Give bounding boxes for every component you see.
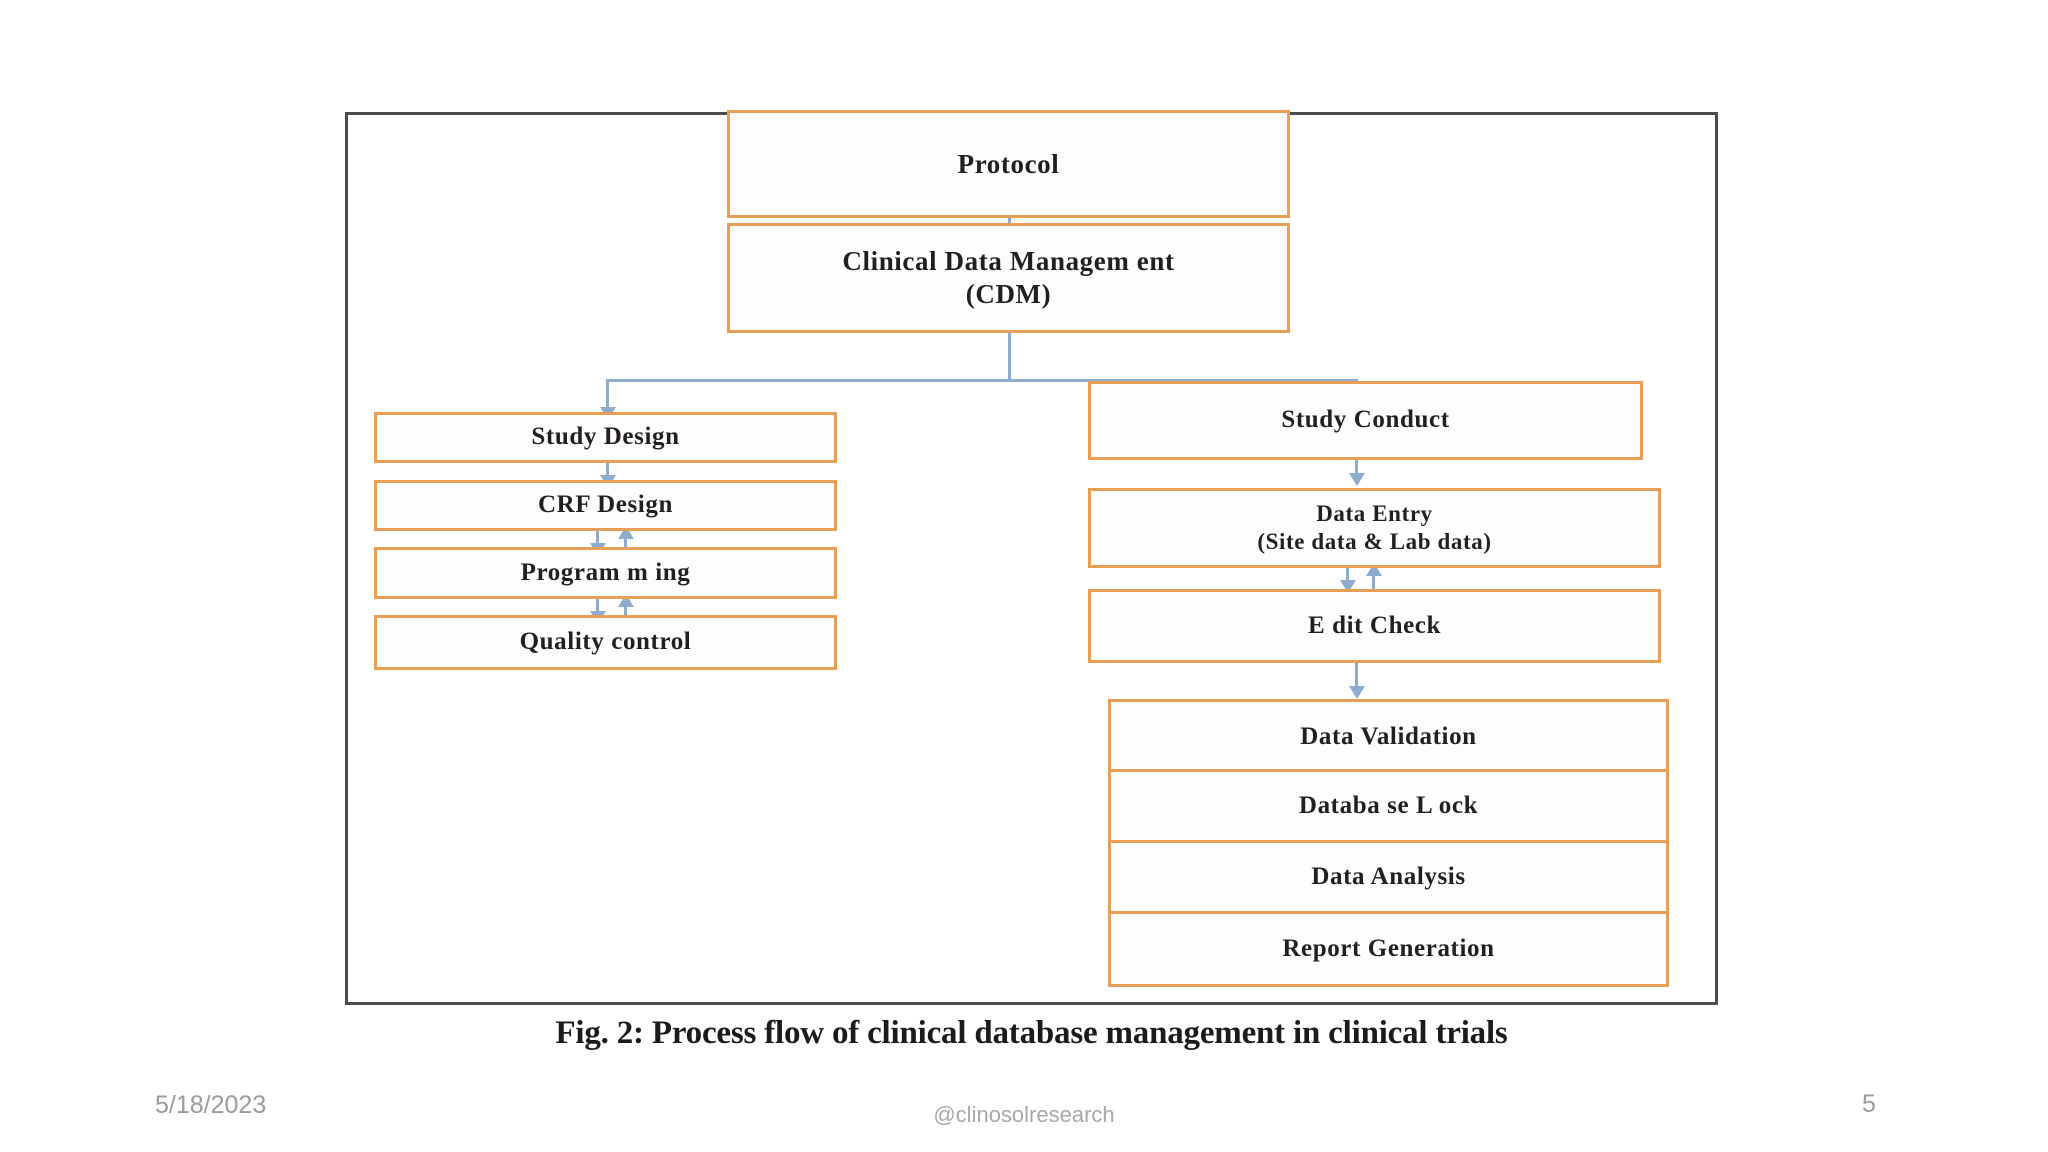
node-cdm[interactable]: Clinical Data Managem ent (CDM): [727, 223, 1290, 333]
arrow-edit-check-to-data-validation-icon: [1349, 686, 1365, 699]
node-data-entry[interactable]: Data Entry (Site data & Lab data): [1088, 488, 1661, 568]
node-database-lock[interactable]: Databa se L ock: [1108, 769, 1669, 844]
node-data-analysis-label: Data Analysis: [1311, 863, 1466, 891]
node-protocol[interactable]: Protocol: [727, 110, 1290, 218]
node-quality-control-label: Quality control: [519, 628, 692, 656]
connector-cdm-stem: [1008, 333, 1011, 381]
connector-crf-to-programming-down: [596, 531, 599, 547]
connector-edit-check-to-data-entry-up: [1372, 573, 1375, 589]
node-quality-control[interactable]: Quality control: [374, 615, 837, 670]
connector-study-design-to-crf: [606, 463, 609, 480]
node-edit-check-label: E dit Check: [1307, 611, 1441, 639]
connector-qc-to-programming-up: [624, 604, 627, 620]
node-data-validation[interactable]: Data Validation: [1108, 699, 1669, 775]
connector-branch-horizontal: [606, 379, 1358, 382]
node-database-lock-label: Databa se L ock: [1298, 792, 1479, 820]
arrow-study-conduct-to-data-entry-icon: [1349, 473, 1365, 486]
connector-study-conduct-to-data-entry: [1355, 460, 1358, 478]
node-data-analysis[interactable]: Data Analysis: [1108, 840, 1669, 915]
node-protocol-label: Protocol: [957, 148, 1060, 179]
node-study-conduct-label: Study Conduct: [1281, 406, 1450, 434]
node-edit-check[interactable]: E dit Check: [1088, 589, 1661, 663]
node-programming-label: Program m ing: [520, 558, 691, 586]
node-report-generation[interactable]: Report Generation: [1108, 911, 1669, 987]
node-cdm-label: Clinical Data Managem ent (CDM): [842, 246, 1175, 309]
node-report-generation-label: Report Generation: [1282, 934, 1495, 962]
footer-date: 5/18/2023: [155, 1091, 267, 1119]
connector-data-entry-to-edit-check-down: [1346, 568, 1349, 584]
node-programming[interactable]: Program m ing: [374, 547, 837, 599]
node-crf-design[interactable]: CRF Design: [374, 480, 837, 531]
connector-edit-check-to-data-validation: [1355, 663, 1358, 691]
node-study-design[interactable]: Study Design: [374, 412, 837, 463]
node-data-entry-label: Data Entry (Site data & Lab data): [1257, 500, 1492, 554]
node-study-conduct[interactable]: Study Conduct: [1088, 381, 1643, 460]
figure-caption: Fig. 2: Process flow of clinical databas…: [555, 1015, 1508, 1051]
connector-programming-to-crf-up: [624, 536, 627, 552]
footer-handle: @clinosolresearch: [933, 1102, 1115, 1127]
node-study-design-label: Study Design: [531, 423, 680, 451]
node-crf-design-label: CRF Design: [538, 491, 673, 519]
footer-page-number: 5: [1862, 1090, 1876, 1118]
connector-branch-left: [606, 379, 609, 413]
node-data-validation-label: Data Validation: [1300, 722, 1477, 750]
figure-frame: Protocol Clinical Data Managem ent (CDM)…: [345, 110, 1718, 1005]
connector-programming-to-qc-down: [596, 599, 599, 615]
